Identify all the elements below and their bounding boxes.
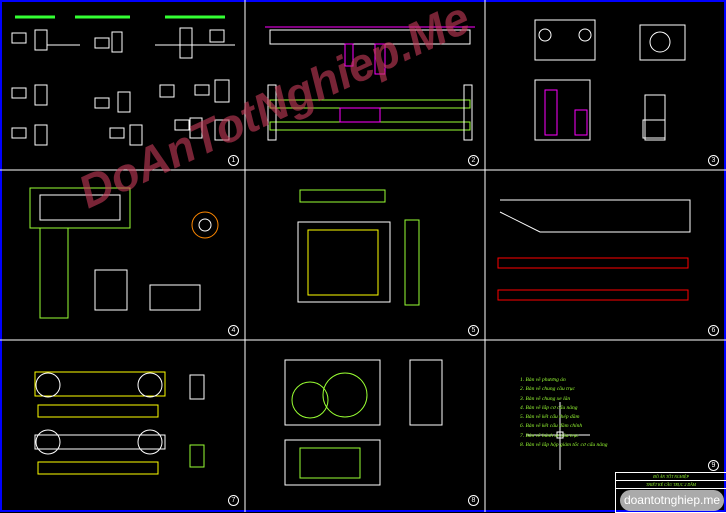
sheet-number-4: 4 [228, 325, 239, 336]
sheet-4-hoist-mechanism [29, 187, 219, 319]
sheet-number-5: 5 [468, 325, 479, 336]
list-item: 3. Bản vẽ chung xe lăn [520, 395, 571, 402]
sheet-1-layout-schemes [11, 15, 235, 146]
title-block-line1: ĐỒ ÁN TỐT NGHIỆP [616, 473, 726, 481]
sheet-6-main-girder [497, 199, 691, 301]
sheet-number-2: 2 [468, 155, 479, 166]
list-item: 7. Bản vẽ bánh xe cầu trục [520, 432, 579, 439]
sheet-number-9: 9 [708, 460, 719, 471]
list-item: 6. Bản vẽ kết cấu dầm chính [520, 423, 583, 430]
crosshair-cursor [526, 402, 590, 470]
list-item: 4. Bản vẽ lắp cơ cấu nâng [520, 404, 578, 411]
list-item: 2. Bản vẽ chung cầu trục [520, 386, 575, 393]
sheet-number-6: 6 [708, 325, 719, 336]
sheet-number-7: 7 [228, 495, 239, 506]
sheet-2-crane-general [265, 26, 475, 141]
title-block-line2: THIẾT KẾ CẦU TRỤC 2 DẦM [616, 481, 726, 489]
sheet-number-1: 1 [228, 155, 239, 166]
sheet-8-gearbox [284, 359, 443, 486]
sheet-number-8: 8 [468, 495, 479, 506]
sheet-7-wheels [34, 371, 205, 475]
list-item: 8. Bản vẽ lắp hộp giảm tốc cơ cấu nâng [520, 442, 608, 449]
sheet-5-beam-structure [297, 189, 420, 306]
sheet-3-trolley [534, 19, 686, 141]
list-item: 1. Bản vẽ phương án [520, 377, 566, 383]
sheet-number-3: 3 [708, 155, 719, 166]
watermark-badge: doantotnghiep.me [620, 490, 724, 511]
drawing-list: 1. Bản vẽ phương án 2. Bản vẽ chung cầu … [520, 376, 608, 450]
list-item: 5. Bản vẽ kết cấu thép dầm [520, 414, 580, 421]
